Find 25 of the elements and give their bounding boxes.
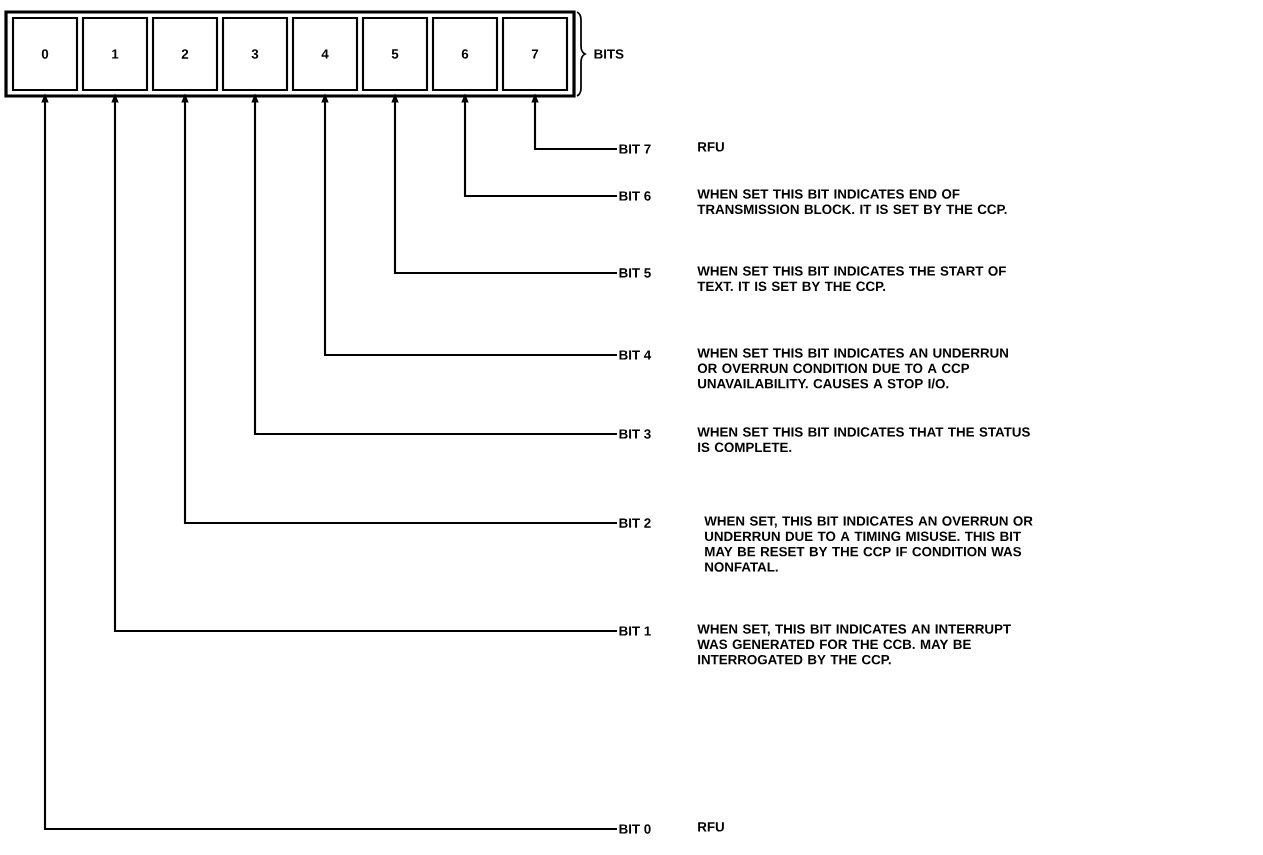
bit-cell: 2 xyxy=(151,16,219,92)
description-text: WHEN SET, THIS BIT INDICATES AN OVERRUN OR UNDERRUN DUE TO A TIMING MISUSE. THIS BIT MAY BE RESET BY THE CCP IF CONDITION WAS NONFATAL. xyxy=(704,516,1033,572)
description-text: RFU xyxy=(698,142,724,152)
bit-cell: 5 xyxy=(361,16,429,92)
bits-label: BITS xyxy=(594,49,624,59)
description-text: WHEN SET, THIS BIT INDICATES AN INTERRUPT WAS GENERATED FOR THE CCB. MAY BE INTERROGATED BY THE CCP. xyxy=(697,624,1011,665)
description-text: WHEN SET THIS BIT INDICATES AN UNDERRUN OR OVERRUN CONDITION DUE TO A CCP UNAVAILABILITY. CAUSES A STOP I/O. xyxy=(697,348,1008,389)
bit-cell: 1 xyxy=(81,16,149,92)
description-text: WHEN SET THIS BIT INDICATES END OF TRANSMISSION BLOCK. IT IS SET BY THE CCP. xyxy=(697,189,1007,215)
bit-cell: 4 xyxy=(291,16,359,92)
bit-label: BIT 0 xyxy=(619,824,651,834)
bit-label: BIT 1 xyxy=(619,626,651,636)
bit-label: BIT 3 xyxy=(619,429,651,439)
bit-cell: 3 xyxy=(221,16,289,92)
bit-cell: 0 xyxy=(11,16,79,92)
bit-label: BIT 6 xyxy=(619,191,651,201)
bit-label: BIT 7 xyxy=(619,144,651,154)
bit-cell: 7 xyxy=(501,16,569,92)
description-text: WHEN SET THIS BIT INDICATES THE START OF TEXT. IT IS SET BY THE CCP. xyxy=(697,266,1006,292)
bit-label: BIT 5 xyxy=(619,268,651,278)
bit-label: BIT 4 xyxy=(619,350,652,360)
bit-cell: 6 xyxy=(431,16,499,92)
description-text: RFU xyxy=(698,822,724,832)
bit-label: BIT 2 xyxy=(619,518,651,528)
description-text: WHEN SET THIS BIT INDICATES THAT THE STATUS IS COMPLETE. xyxy=(697,427,1030,453)
